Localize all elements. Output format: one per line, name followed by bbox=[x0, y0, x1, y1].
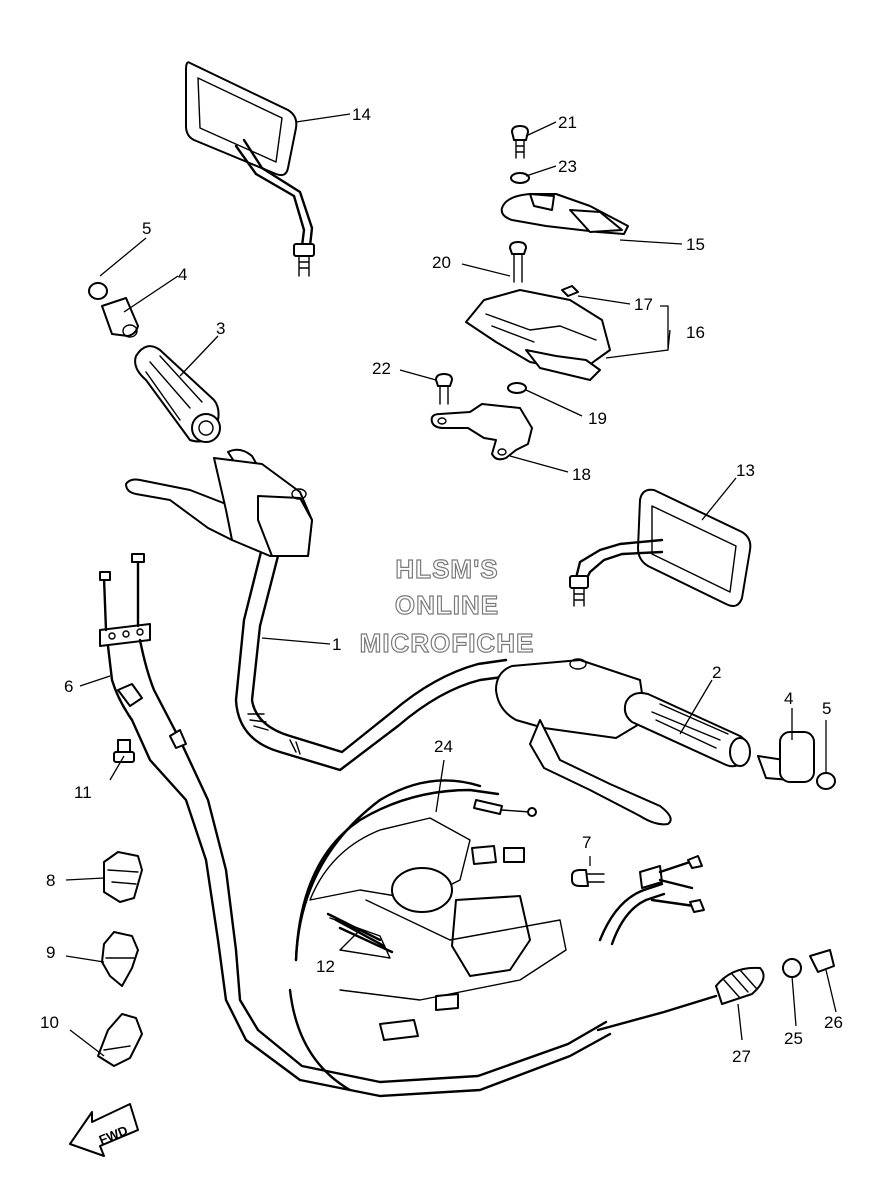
cable-guide-bracket bbox=[430, 373, 533, 461]
throttle-cable bbox=[294, 788, 537, 962]
grip-left bbox=[134, 345, 221, 443]
watermark-line-3: MICROFICHE bbox=[360, 628, 535, 658]
callout-20: 20 bbox=[432, 253, 451, 272]
callout-5-left: 5 bbox=[142, 219, 151, 238]
callout-22: 22 bbox=[372, 359, 391, 378]
throttle-grip-right bbox=[495, 658, 751, 826]
callout-1: 1 bbox=[332, 635, 341, 654]
callout-7: 7 bbox=[582, 833, 591, 852]
callout-8: 8 bbox=[46, 871, 55, 890]
frame-head-pipe bbox=[288, 779, 567, 1092]
grip-end-right bbox=[757, 731, 836, 790]
callout-4-left: 4 bbox=[178, 265, 187, 284]
bolt-11 bbox=[113, 739, 135, 763]
callout-2: 2 bbox=[712, 663, 721, 682]
mirror-right bbox=[569, 488, 752, 607]
callout-15: 15 bbox=[686, 235, 705, 254]
callout-18: 18 bbox=[572, 465, 591, 484]
callout-10: 10 bbox=[40, 1013, 59, 1032]
callout-13: 13 bbox=[736, 461, 755, 480]
callout-16: 16 bbox=[686, 323, 705, 342]
callout-21: 21 bbox=[558, 113, 577, 132]
watermark: HLSM'S ONLINE MICROFICHE bbox=[359, 553, 535, 658]
callout-11: 11 bbox=[74, 783, 92, 802]
watermark-line-2: ONLINE bbox=[395, 590, 499, 620]
callout-19: 19 bbox=[588, 409, 607, 428]
clutch-cable-assembly bbox=[99, 553, 612, 1098]
callout-26: 26 bbox=[824, 1013, 843, 1032]
throttle-cable-fittings bbox=[571, 855, 835, 1032]
cable-clamps bbox=[97, 851, 143, 1067]
handlebar bbox=[125, 448, 512, 772]
callout-9: 9 bbox=[46, 943, 55, 962]
grip-end-left bbox=[88, 282, 139, 338]
handlebar-holder bbox=[465, 241, 611, 381]
callout-4-right: 4 bbox=[784, 689, 793, 708]
watermark-line-1: HLSM'S bbox=[395, 554, 498, 584]
callout-numbers: 14 21 23 15 20 17 16 22 19 18 5 4 3 13 1… bbox=[40, 105, 843, 1066]
callout-25: 25 bbox=[784, 1029, 803, 1048]
callout-14: 14 bbox=[352, 105, 371, 124]
handlebar-cover bbox=[500, 125, 629, 235]
callout-17: 17 bbox=[634, 295, 653, 314]
callout-12: 12 bbox=[316, 957, 335, 976]
leader-lines bbox=[65, 113, 837, 1057]
callout-5-right: 5 bbox=[822, 699, 831, 718]
callout-27: 27 bbox=[732, 1047, 751, 1066]
mirror-left bbox=[185, 61, 315, 277]
forward-direction-arrow: FWD bbox=[69, 1103, 139, 1157]
callout-23: 23 bbox=[558, 157, 577, 176]
callout-3: 3 bbox=[216, 319, 225, 338]
callout-6: 6 bbox=[64, 677, 73, 696]
callout-24: 24 bbox=[434, 737, 453, 756]
